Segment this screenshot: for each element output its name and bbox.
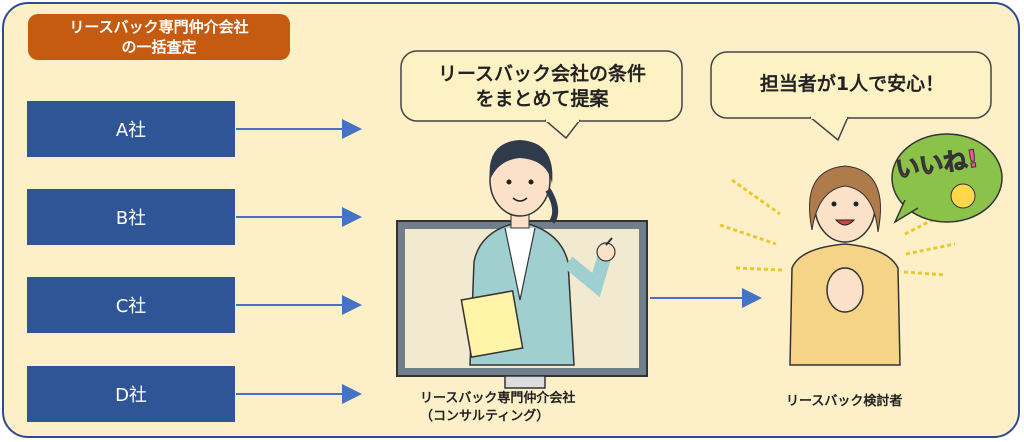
right-speech-bubble <box>710 51 992 142</box>
title-text: リースバック専門仲介会社 の一括査定 <box>69 18 249 56</box>
excitement-lines <box>719 178 956 277</box>
company-d-label: D社 <box>115 385 147 406</box>
company-b-label: B社 <box>115 208 147 229</box>
title-box: リースバック専門仲介会社 の一括査定 <box>28 14 290 60</box>
center-bubble-text: リースバック会社の条件 をまとめて提案 <box>437 63 647 110</box>
customer-caption: リースバック検討者 <box>786 394 903 409</box>
company-a-label: A社 <box>115 120 147 141</box>
right-bubble-text: 担当者が1人で安心！ <box>759 73 945 95</box>
customer-illustration <box>789 165 901 366</box>
like-badge <box>891 133 1003 224</box>
company-a-box: A社 <box>27 101 235 157</box>
company-c-label: C社 <box>115 296 147 317</box>
consultant-caption: リースバック専門仲介会社 （コンサルティング） <box>420 391 576 424</box>
company-b-box: B社 <box>27 189 235 245</box>
center-speech-bubble <box>400 50 683 140</box>
company-c-box: C社 <box>27 277 235 333</box>
consultant-illustration <box>460 140 616 366</box>
company-d-box: D社 <box>27 366 235 422</box>
